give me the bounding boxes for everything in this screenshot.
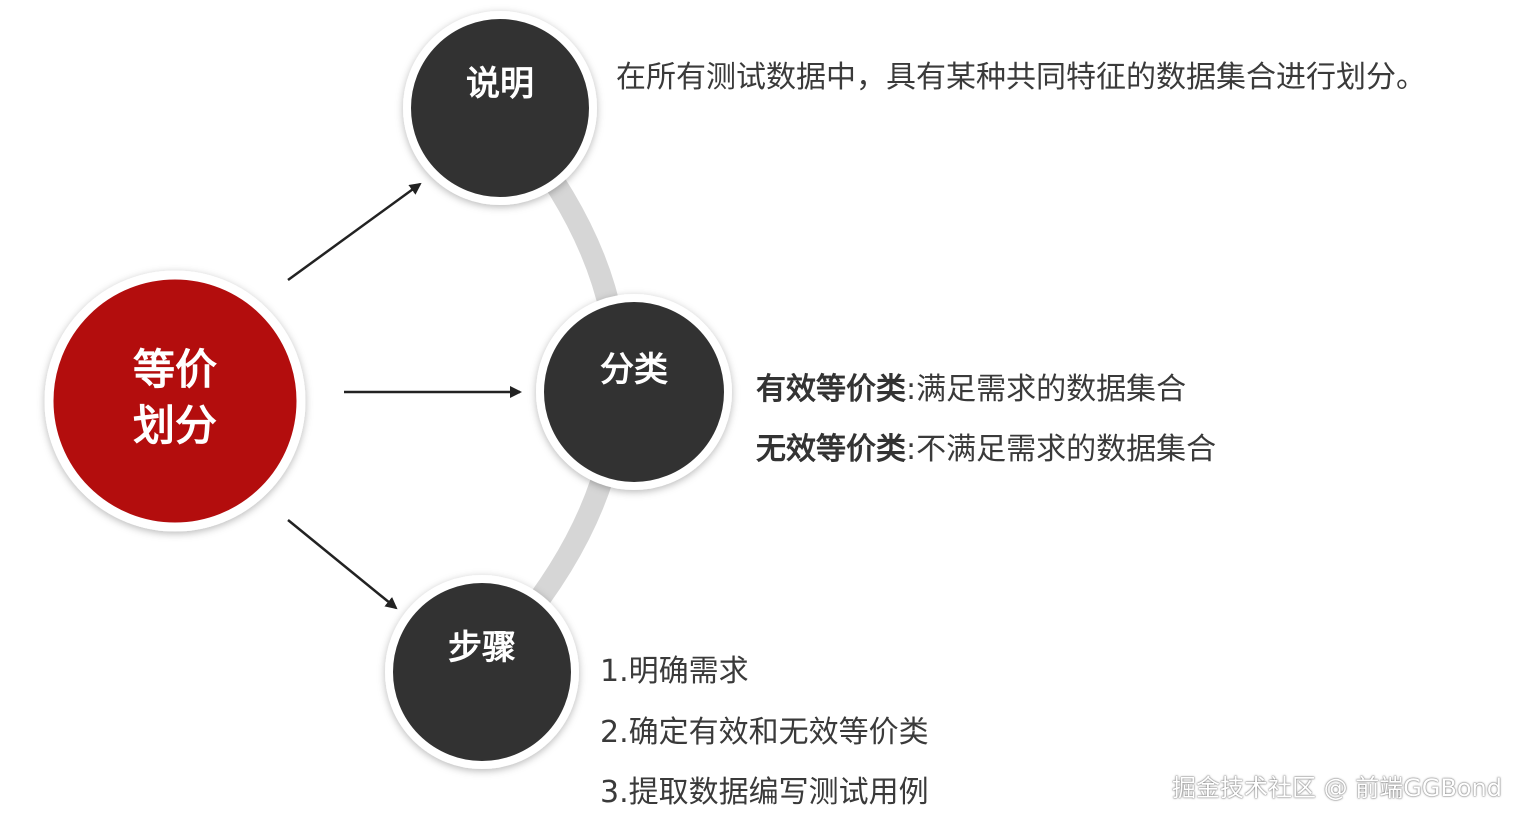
center-node-line1: 等价 <box>132 345 217 394</box>
arrow-to-explain <box>287 182 422 282</box>
watermark: 掘金技术社区 @ 前端GGBond <box>1171 774 1502 802</box>
invalid-class-separator: : <box>906 432 917 467</box>
center-node-circle <box>44 270 306 532</box>
valid-class-term: 有效等价类 <box>756 372 906 407</box>
valid-class-desc: 满足需求的数据集合 <box>916 372 1187 407</box>
classify-node-circle <box>536 294 732 490</box>
valid-class-separator: : <box>906 372 917 407</box>
arrow-to-steps <box>287 519 398 610</box>
step-item-2: 2.确定有效和无效等价类 <box>600 715 929 750</box>
explain-node-label: 说明 <box>466 64 534 104</box>
classify-node-label: 分类 <box>600 350 668 390</box>
steps-node-label: 步骤 <box>448 628 516 668</box>
invalid-class-term: 无效等价类 <box>756 432 906 467</box>
step-item-3: 3.提取数据编写测试用例 <box>600 775 929 810</box>
step-item-1: 1.明确需求 <box>600 654 749 689</box>
steps-node-circle <box>385 575 579 769</box>
invalid-class-desc: 不满足需求的数据集合 <box>916 432 1217 467</box>
explain-node-circle <box>403 11 597 205</box>
classify-item-valid: 有效等价类:满足需求的数据集合 <box>756 368 1186 412</box>
classify-item-invalid: 无效等价类:不满足需求的数据集合 <box>756 428 1216 472</box>
center-node-label: 等价 划分 <box>95 342 255 454</box>
explain-description: 在所有测试数据中，具有某种共同特征的数据集合进行划分。 <box>616 60 1426 95</box>
center-node-line2: 划分 <box>132 401 217 450</box>
